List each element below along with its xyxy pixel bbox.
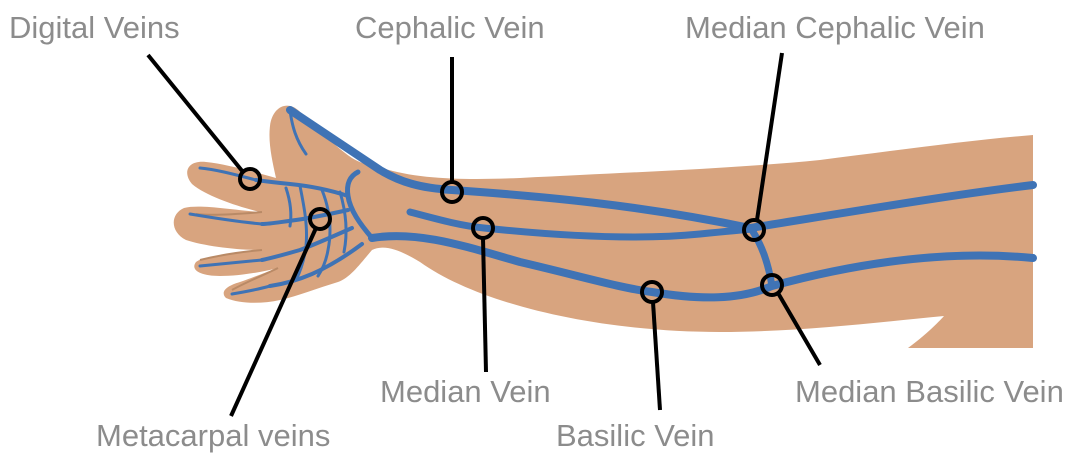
- label-median-cephalic-vein: Median Cephalic Vein: [685, 12, 985, 43]
- label-metacarpal-veins: Metacarpal veins: [96, 420, 330, 451]
- label-basilic-vein: Basilic Vein: [556, 420, 715, 451]
- label-median-basilic-vein: Median Basilic Vein: [795, 376, 1064, 407]
- label-median-vein: Median Vein: [380, 376, 551, 407]
- label-digital-veins: Digital Veins: [9, 12, 180, 43]
- arm-silhouette: [174, 106, 1033, 348]
- label-cephalic-vein: Cephalic Vein: [355, 12, 545, 43]
- arm-shape: [174, 106, 1033, 348]
- leader-digital-veins: [148, 55, 243, 172]
